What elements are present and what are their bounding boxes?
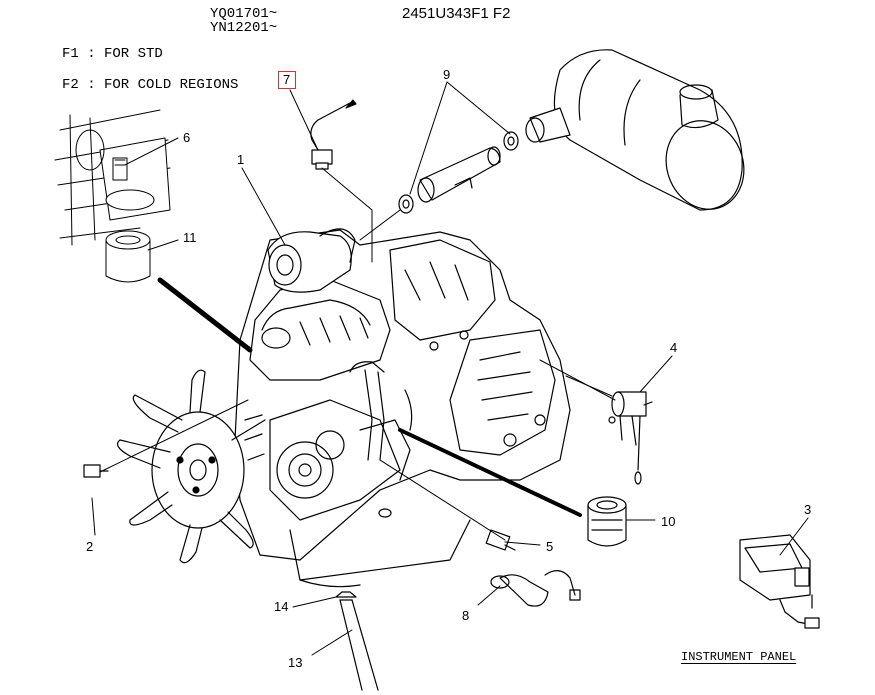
muffler [525, 49, 745, 211]
stop-solenoid [608, 391, 653, 485]
callout-10: 10 [661, 514, 676, 529]
callout-7-box [278, 71, 296, 89]
callout-3: 3 [804, 502, 812, 517]
callout-7: 7 [283, 72, 291, 87]
inset-detail [54, 109, 171, 283]
callout-14: 14 [274, 599, 289, 614]
leader-lines [91, 81, 809, 656]
callout-13: 13 [288, 655, 303, 670]
drawing-code: 2451U343F1 F2 [402, 5, 511, 22]
sensor-part-5 [485, 529, 516, 551]
callout-8: 8 [462, 608, 470, 623]
serial-range-2: YN12201~ [210, 20, 278, 36]
instrument-panel-label: INSTRUMENT PANEL [681, 650, 797, 664]
exhaust-pipe [398, 131, 519, 214]
callout-1: 1 [237, 152, 245, 167]
callout-9: 9 [443, 67, 451, 82]
fuel-filter [587, 496, 627, 547]
sensor-part-7 [310, 99, 357, 170]
dipstick-parts [335, 591, 379, 691]
callout-4: 4 [670, 340, 678, 355]
callout-6: 6 [183, 130, 191, 145]
cooling-fan [117, 369, 266, 564]
callout-2: 2 [86, 539, 94, 554]
callout-11: 11 [183, 230, 197, 245]
controller-part-3 [739, 534, 820, 629]
sensor-part-2 [83, 464, 109, 478]
serial-range-1: YQ01701~ [210, 6, 278, 22]
legend-f1: F1 : FOR STD [62, 46, 163, 62]
legend-f2: F2 : FOR COLD REGIONS [62, 77, 239, 93]
harness-part-8 [490, 570, 581, 607]
hose-left [157, 277, 253, 353]
hose-right [398, 428, 582, 517]
callout-5: 5 [546, 539, 554, 554]
engine-block [234, 228, 571, 588]
